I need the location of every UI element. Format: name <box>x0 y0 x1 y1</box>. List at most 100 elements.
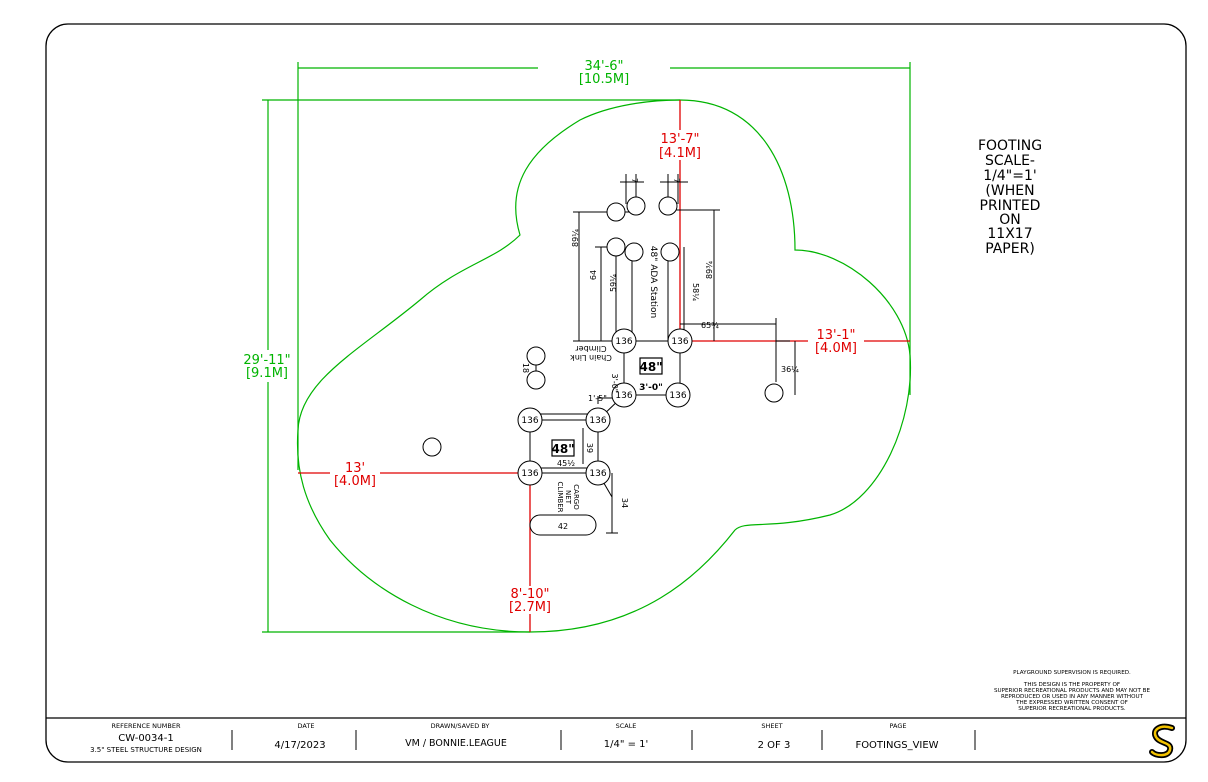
post-136 <box>585 460 611 486</box>
overall-height-label: 29'-11" <box>243 353 290 368</box>
bottom-offset-label: 8'-10" <box>510 587 549 602</box>
scale-note-line: 1/4"=1' <box>983 168 1036 184</box>
footing-plain <box>624 242 644 262</box>
scale-header: SCALE <box>616 722 637 730</box>
footing-plain <box>660 242 680 262</box>
cargo-label-2: NET <box>564 490 572 505</box>
supervision-note: PLAYGROUND SUPERVISION IS REQUIRED. <box>1013 670 1131 676</box>
post-136 <box>665 382 691 408</box>
deck-48-label-b: 48" <box>552 442 575 456</box>
scale-note-line: FOOTING <box>978 138 1042 154</box>
top-offset-metric: [4.1M] <box>659 146 701 161</box>
post-136 <box>667 328 693 354</box>
dim-39: 39 <box>585 443 594 453</box>
dim-36: 36¼ <box>781 365 799 374</box>
scale-note-line: PRINTED <box>980 198 1041 214</box>
footing-plain <box>606 202 626 222</box>
structure-lines <box>529 174 796 534</box>
post-label: 136 <box>615 337 632 347</box>
dim-59: 59¼ <box>609 274 618 292</box>
use-zone-group <box>262 62 912 633</box>
chain-link-label-2: Climber <box>575 344 607 353</box>
drawn-header: DRAWN/SAVED BY <box>431 722 490 730</box>
dim-58: 58¼ <box>691 283 700 301</box>
use-zone-outline <box>296 99 912 633</box>
post-label: 136 <box>669 391 686 401</box>
post-label: 136 <box>521 469 538 479</box>
sheet-header: SHEET <box>761 722 782 730</box>
top-offset-label: 13'-7" <box>660 132 699 147</box>
post-label: 136 <box>589 416 606 426</box>
top-offset-bg <box>650 130 710 160</box>
dim-7a: 7 <box>630 178 639 183</box>
post-136 <box>611 328 637 354</box>
dim-7b: 7 <box>672 178 681 183</box>
post-label: 136 <box>615 391 632 401</box>
span-label-a: 3'-0" <box>639 383 663 393</box>
ada-station-label: 48" ADA Station <box>648 246 658 318</box>
dim-89b: 89¾ <box>705 261 714 279</box>
left-offset-bg <box>330 459 380 487</box>
footing-plain <box>526 346 546 366</box>
dim-1-5: 1'-5" <box>588 394 607 403</box>
post-label: 136 <box>589 469 606 479</box>
dim-34: 34 <box>620 498 629 508</box>
date-header: DATE <box>298 722 315 730</box>
overall-width-metric: [10.5M] <box>579 72 629 87</box>
post-136 <box>611 382 637 408</box>
post-136 <box>517 407 543 433</box>
property-line: SUPERIOR RECREATIONAL PRODUCTS AND MAY N… <box>994 688 1151 694</box>
ref-value: CW-0034-1 <box>118 733 174 744</box>
footing-plain <box>658 196 678 216</box>
deck-48-box-a <box>639 357 663 375</box>
scale-note-line: SCALE- <box>985 153 1035 169</box>
bottom-offset-metric: [2.7M] <box>509 600 551 615</box>
overall-width-label: 34'-6" <box>584 59 623 74</box>
sheet-value: 2 OF 3 <box>758 740 791 751</box>
dim-18: 18 <box>521 363 530 373</box>
offset-dims-group <box>298 100 910 632</box>
ref-header: REFERENCE NUMBER <box>112 722 181 730</box>
footing-plain <box>422 437 442 457</box>
dim-65: 65¾ <box>701 321 719 330</box>
property-notes: PLAYGROUND SUPERVISION IS REQUIRED. THIS… <box>994 670 1151 712</box>
deck-48-box-b <box>551 439 575 457</box>
page-header: PAGE <box>890 722 907 730</box>
property-line: SUPERIOR RECREATIONAL PRODUCTS. <box>1018 706 1126 712</box>
scale-note-line: (WHEN <box>985 183 1034 199</box>
property-line: THIS DESIGN IS THE PROPERTY OF <box>1023 682 1120 688</box>
left-offset-metric: [4.0M] <box>334 474 376 489</box>
right-offset-bg <box>808 326 864 354</box>
company-logo <box>1149 723 1175 759</box>
footing-plain <box>626 196 646 216</box>
bottom-offset-bg <box>502 586 558 614</box>
height-label-bg <box>240 350 296 382</box>
posts-group <box>422 196 784 486</box>
drawn-value: VM / BONNIE.LEAGUE <box>405 738 507 749</box>
date-value: 4/17/2023 <box>274 740 325 751</box>
cargo-label-1: CARGO <box>572 484 580 510</box>
dim-42: 42 <box>558 522 568 531</box>
left-offset-label: 13' <box>345 461 365 476</box>
sheet-border <box>45 23 1187 763</box>
property-line: THE EXPRESSED WRITTEN CONSENT OF <box>1015 700 1128 706</box>
dim-89a: 89¼ <box>571 229 580 247</box>
scale-note-line: ON <box>999 212 1021 228</box>
scale-note-line: 11X17 <box>987 226 1032 242</box>
width-label-bg <box>538 56 670 96</box>
property-line: REPRODUCED OR USED IN ANY MANNER WITHOUT <box>1001 694 1144 700</box>
post-label: 136 <box>671 337 688 347</box>
title-block: REFERENCE NUMBER DATE DRAWN/SAVED BY SCA… <box>46 717 1186 754</box>
post-136 <box>517 460 543 486</box>
right-offset-metric: [4.0M] <box>815 341 857 356</box>
dim-45: 45½ <box>557 459 575 468</box>
footing-plain <box>606 237 626 257</box>
footing-scale-note: FOOTING SCALE- 1/4"=1' (WHEN PRINTED ON … <box>978 138 1042 257</box>
scale-note-line: PAPER) <box>985 241 1035 257</box>
deck-48-label-a: 48" <box>640 360 663 374</box>
scale-value: 1/4" = 1' <box>604 739 649 750</box>
span-label-b: 3'-0" <box>610 374 619 393</box>
ref-desc: 3.5" STEEL STRUCTURE DESIGN <box>90 746 202 754</box>
cargo-net-footing <box>529 514 597 536</box>
